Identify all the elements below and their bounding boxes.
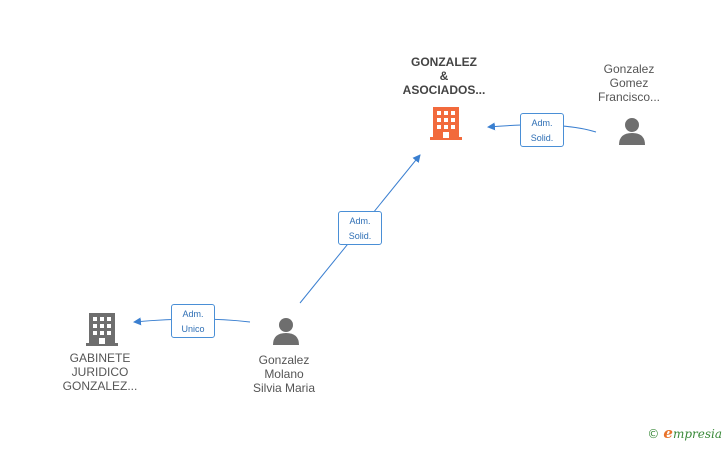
edge-label-line: Adm. xyxy=(182,309,204,319)
main-company-label-line: GONZALEZ xyxy=(411,55,477,69)
person-francisco-label-line: Francisco... xyxy=(597,90,660,104)
gabinete-label-line: JURIDICO xyxy=(71,365,129,379)
brand-name: mpresia xyxy=(672,427,722,441)
person-francisco-label-line: Gonzalez xyxy=(603,62,655,76)
edge-label-line: Adm. xyxy=(349,216,371,226)
person-silvia-label-line: Silvia Maria xyxy=(252,381,315,395)
person-silvia-label-line: Molano xyxy=(264,367,304,381)
edge-label-line: Solid. xyxy=(348,231,372,241)
person-icon[interactable] xyxy=(617,116,647,146)
brand-initial: e xyxy=(663,424,673,442)
person-icon[interactable] xyxy=(271,316,301,346)
copyright-symbol: © xyxy=(647,427,660,441)
gabinete-label[interactable]: GABINETE JURIDICO GONZALEZ... xyxy=(50,351,150,393)
building-icon[interactable] xyxy=(430,105,462,141)
person-francisco-label[interactable]: Gonzalez Gomez Francisco... xyxy=(580,62,678,104)
person-silvia-label[interactable]: Gonzalez Molano Silvia Maria xyxy=(234,353,334,395)
edge-label-line: Adm. xyxy=(531,118,553,128)
edge-label-silvia-to-main[interactable]: Adm. Solid. xyxy=(338,211,382,245)
main-company-label-line: ASOCIADOS... xyxy=(402,83,486,97)
main-company-label-line: & xyxy=(439,69,449,83)
person-francisco-label-line: Gomez xyxy=(609,76,649,90)
edge-label-francisco-to-main[interactable]: Adm. Solid. xyxy=(520,113,564,147)
edge-label-silvia-to-gabinete[interactable]: Adm. Unico xyxy=(171,304,215,338)
brand-logo: ©empresia xyxy=(647,424,722,442)
gabinete-label-line: GONZALEZ... xyxy=(62,379,138,393)
person-silvia-label-line: Gonzalez xyxy=(258,353,310,367)
edge-label-line: Solid. xyxy=(530,133,554,143)
building-icon[interactable] xyxy=(86,311,118,347)
gabinete-label-line: GABINETE xyxy=(69,351,131,365)
edge-label-line: Unico xyxy=(181,324,205,334)
main-company-label[interactable]: GONZALEZ & ASOCIADOS... xyxy=(380,55,508,97)
